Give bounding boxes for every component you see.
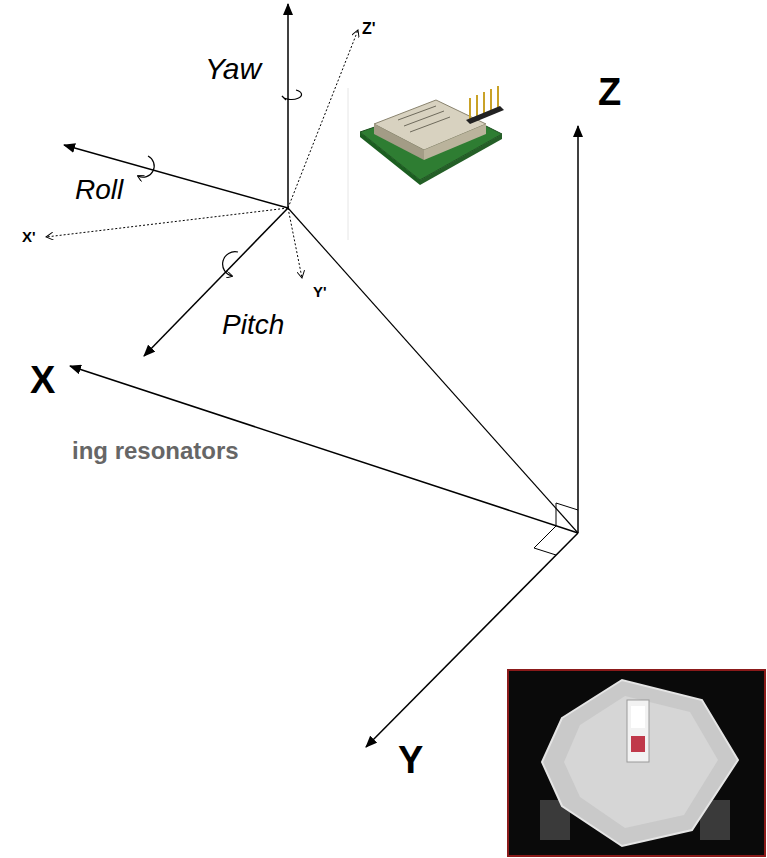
- yaw-axis: [287, 4, 289, 208]
- axis-label: Y: [398, 740, 423, 782]
- right-angle-mark: [534, 526, 578, 555]
- axis-label: Z': [362, 20, 376, 38]
- rotation-label: Yaw: [205, 52, 261, 85]
- roll-axis: [64, 145, 288, 208]
- slide-text: ing resonators: [70, 438, 241, 464]
- rotation-label: Pitch: [222, 310, 284, 341]
- sensor-housing-photo: [508, 670, 765, 856]
- world-x-axis: [70, 366, 578, 533]
- pitch-axis: [144, 208, 288, 356]
- right-angle-mark: [556, 503, 578, 526]
- rotation-label: Roll: [75, 175, 123, 206]
- axis-label: Z: [598, 72, 621, 114]
- x-prime-axis: [46, 208, 288, 237]
- photo-edge: [348, 88, 349, 240]
- y-prime-axis: [288, 208, 302, 278]
- roll-rotation-arrow: [138, 156, 154, 177]
- position-vector: [288, 208, 578, 533]
- pitch-rotation-arrow: [223, 252, 238, 276]
- yaw-rotation-arrow: [282, 90, 302, 100]
- axis-label: X: [30, 360, 55, 402]
- axis-label: Y': [313, 284, 327, 301]
- world-z-axis: [577, 126, 579, 533]
- gyro-sensor-photo: [360, 86, 504, 185]
- axis-label: X': [22, 229, 36, 246]
